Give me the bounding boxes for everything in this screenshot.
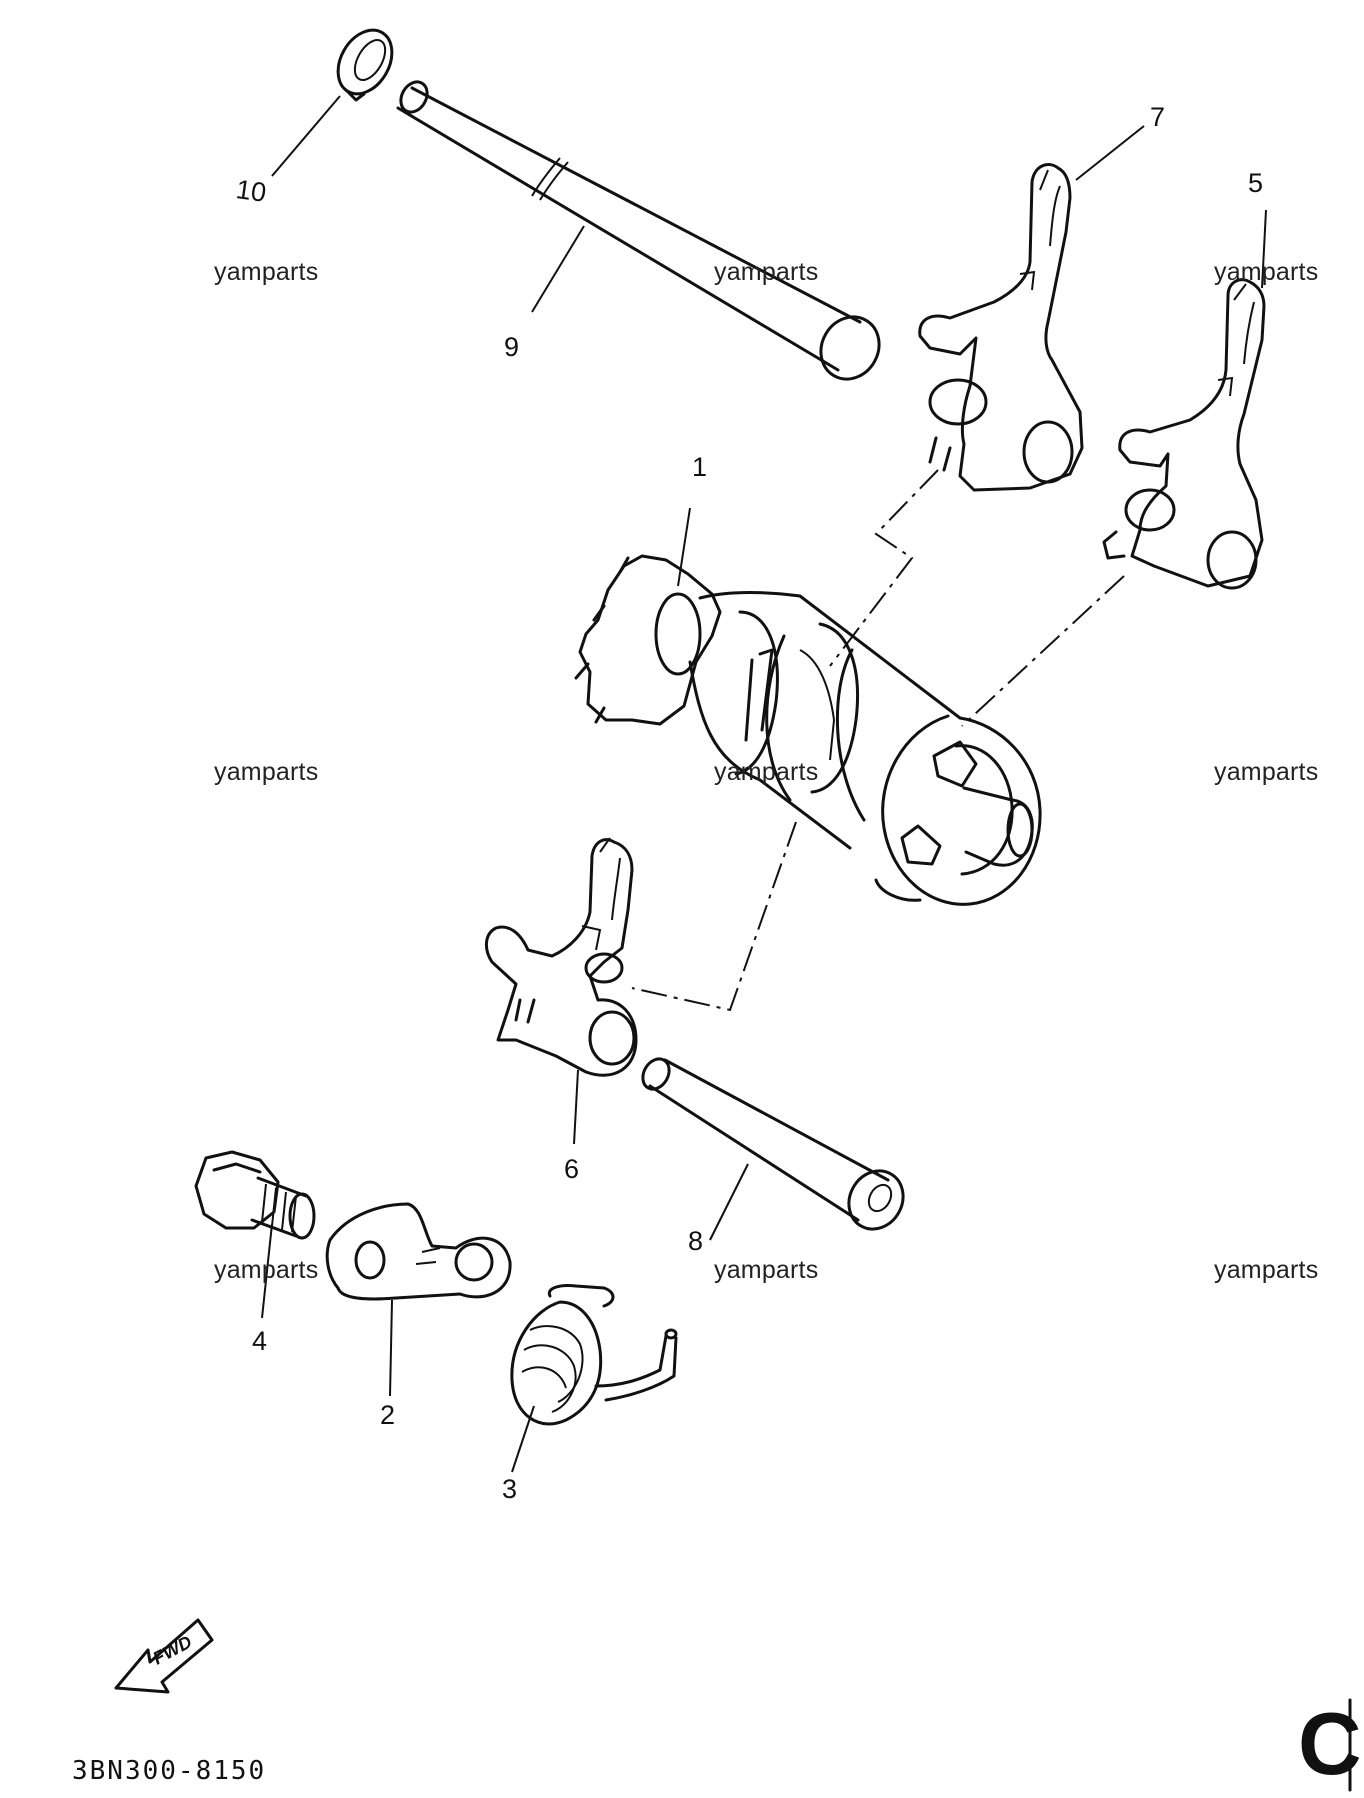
callout-4: 4 bbox=[252, 1326, 268, 1356]
watermark: yamparts bbox=[1214, 258, 1319, 286]
stopper-lever-drawing bbox=[325, 1202, 512, 1301]
shift-fork-6-drawing bbox=[485, 837, 638, 1077]
callout-2: 2 bbox=[380, 1400, 396, 1430]
callout-6: 6 bbox=[564, 1154, 580, 1184]
circlip-drawing bbox=[336, 28, 394, 102]
fwd-arrow-icon bbox=[114, 1618, 214, 1694]
shift-fork-5-drawing bbox=[1102, 278, 1266, 590]
part-code: 3BN300-8150 bbox=[72, 1756, 267, 1786]
watermark: yamparts bbox=[714, 758, 819, 786]
watermark: yamparts bbox=[714, 258, 819, 286]
shift-fork-7-drawing bbox=[918, 163, 1084, 492]
watermark: yamparts bbox=[714, 1256, 819, 1284]
callout-5: 5 bbox=[1248, 168, 1264, 198]
callout-10: 10 bbox=[234, 174, 269, 208]
shift-cam-drawing bbox=[574, 554, 1042, 906]
watermark: yamparts bbox=[1214, 1256, 1319, 1284]
callout-8: 8 bbox=[688, 1226, 704, 1256]
assembly-lines bbox=[631, 469, 1125, 1012]
corner-letter: C bbox=[1298, 1694, 1362, 1793]
callout-3: 3 bbox=[502, 1474, 518, 1504]
watermark: yamparts bbox=[214, 758, 319, 786]
callout-7: 7 bbox=[1150, 102, 1166, 132]
callout-1: 1 bbox=[692, 452, 708, 482]
leader-lines bbox=[261, 95, 1267, 1473]
watermark: yamparts bbox=[1214, 758, 1319, 786]
watermark: yamparts bbox=[214, 1256, 319, 1284]
bolt-drawing bbox=[194, 1150, 316, 1240]
watermark: yamparts bbox=[214, 258, 319, 286]
guide-bar-long-drawing bbox=[396, 80, 881, 381]
callout-9: 9 bbox=[504, 332, 520, 362]
guide-bar-short-drawing bbox=[641, 1057, 905, 1231]
torsion-spring-drawing bbox=[510, 1284, 678, 1426]
